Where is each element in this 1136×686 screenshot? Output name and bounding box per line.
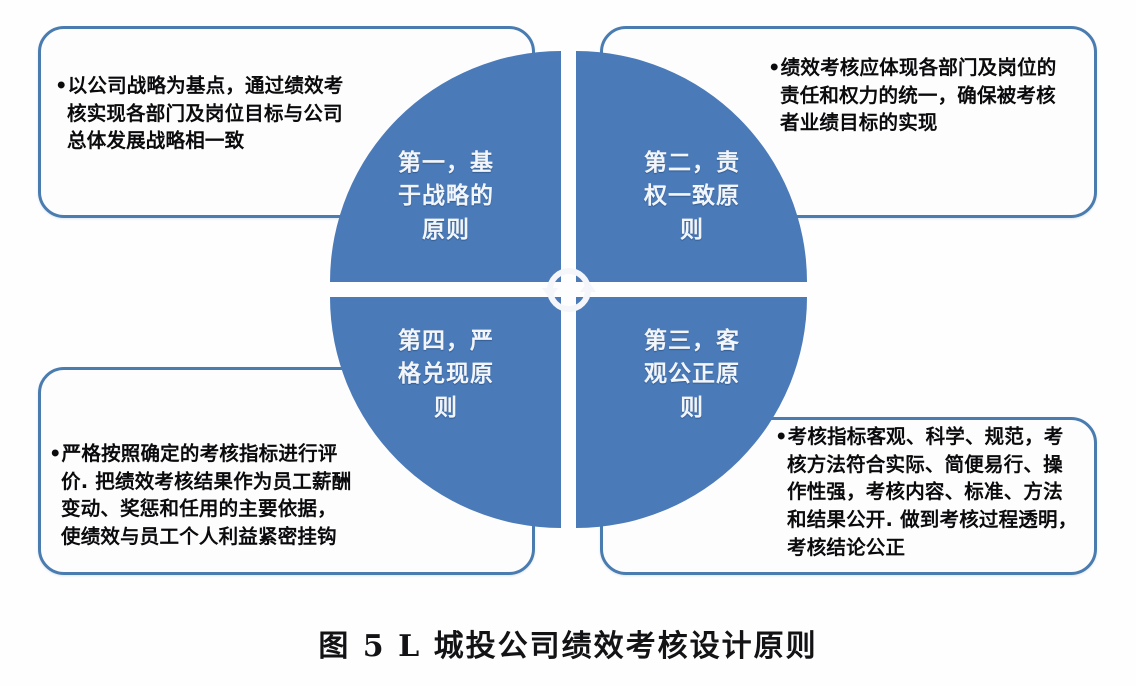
wheel-quadrant-third[interactable]: 第三，客 观公正原 则: [576, 297, 807, 528]
callout-text-top-left: •以公司战略为基点，通过绩效考 核实现各部门及岗位目标与公司 总体发展战略相一致: [55, 74, 344, 153]
callout-text-top-right: •绩效考核应体现各部门及岗位的 责任和权力的统一，确保被考核 者业绩目标的实现: [768, 56, 1057, 135]
callout-text-bottom-left: •严格按照确定的考核指标进行评 价. 把绩效考核结果作为员工薪酬 变动、奖惩和任…: [49, 442, 352, 549]
wheel-quadrant-second-label: 第二，责 权一致原 则: [644, 150, 740, 243]
wheel-quadrant-fourth-label: 第四，严 格兑现原 则: [398, 328, 494, 421]
wheel-quadrant-third-label: 第三，客 观公正原 则: [644, 328, 740, 421]
callout-text-bottom-right: •考核指标客观、科学、规范，考 核方法符合实际、简便易行、操 作性强，考核内容、…: [775, 425, 1078, 559]
principles-wheel: 第一，基 于战略的 原则 第二，责 权一致原 则 第三，客 观公正原 则 第四，…: [330, 51, 807, 528]
figure-caption: 图 5 L 城投公司绩效考核设计原则: [318, 629, 818, 664]
wheel-quadrant-first-label: 第一，基 于战略的 原则: [398, 150, 494, 243]
